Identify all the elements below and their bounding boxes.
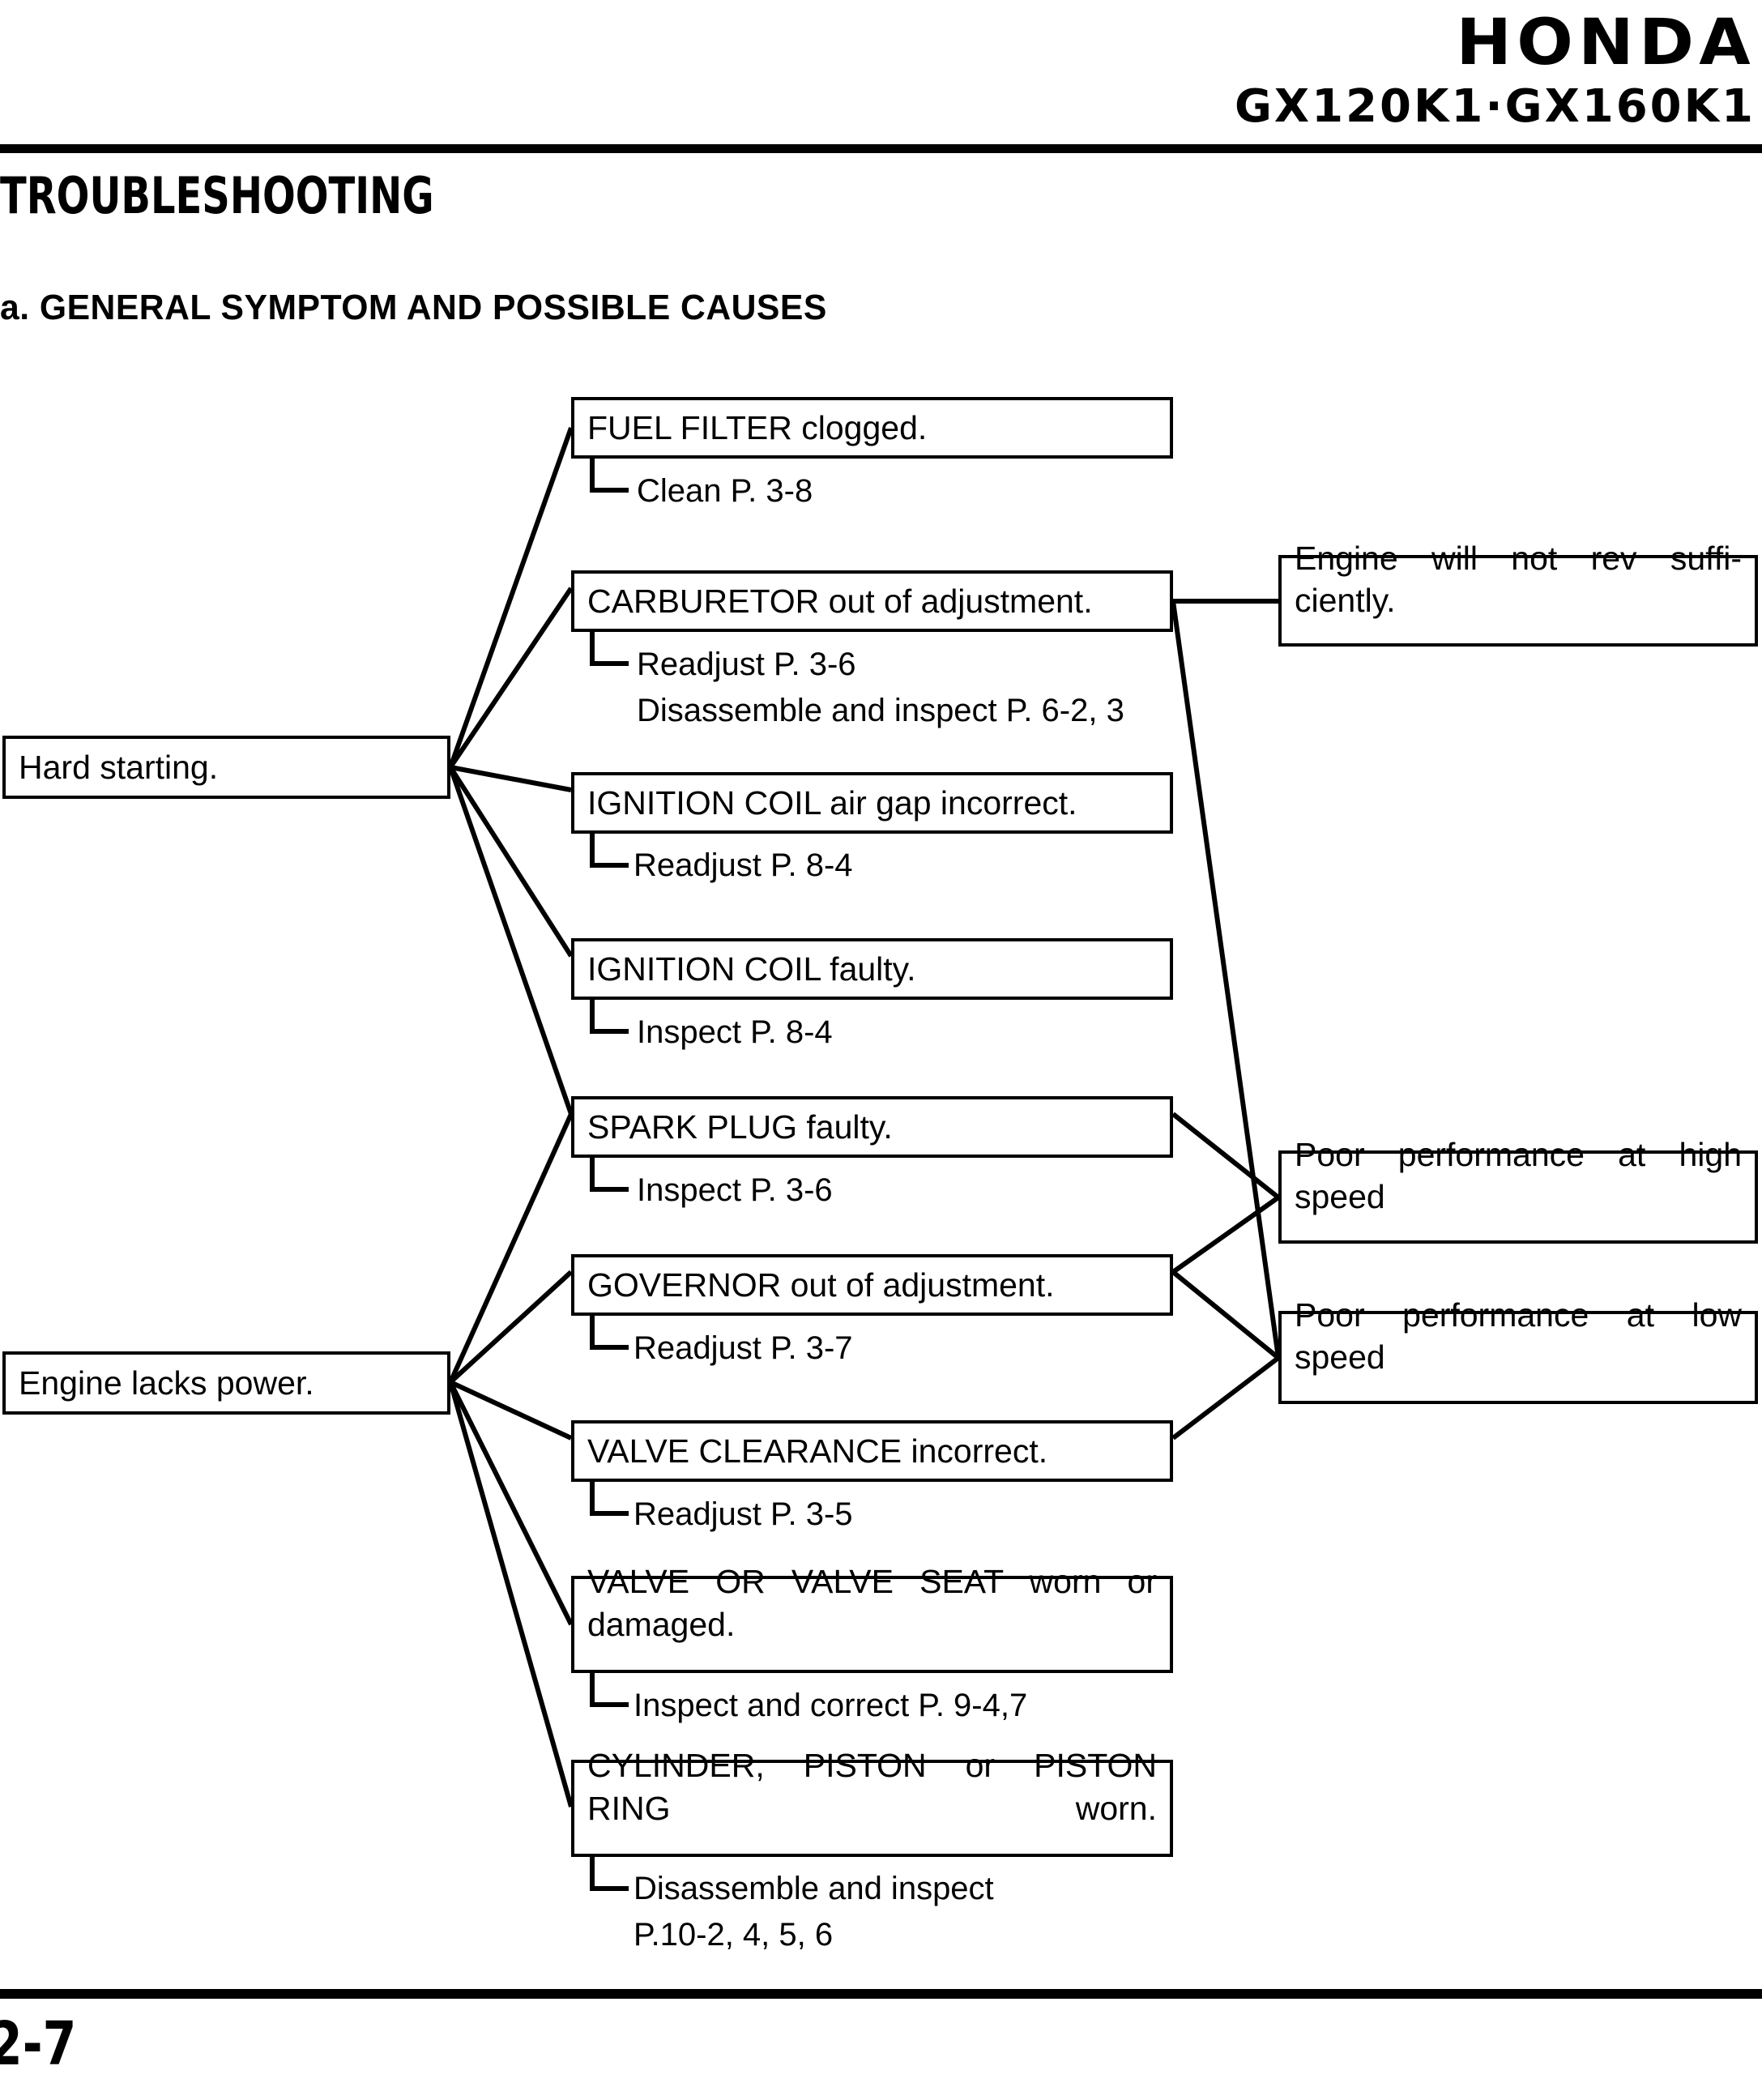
- remedy-valve-seat: Inspect and correct P. 9-4,7: [634, 1688, 1028, 1723]
- cause-spark-plug-label: SPARK PLUG faulty.: [587, 1108, 893, 1146]
- remedy-bracket-spark-plug: [590, 1158, 629, 1192]
- remedy-bracket-valve-seat: [590, 1673, 629, 1707]
- cause-governor-label: GOVERNOR out of adjustment.: [587, 1266, 1055, 1304]
- symptom-engine-lacks-power[interactable]: Engine lacks power.: [2, 1351, 450, 1415]
- outcome-poor-performance-low-speed-label: Poor performance at low speed: [1295, 1295, 1742, 1377]
- engine-model-label: GX120K1·GX160K1: [1234, 80, 1756, 133]
- remedy-bracket-carburetor: [590, 632, 629, 666]
- symptom-hard-starting[interactable]: Hard starting.: [2, 736, 450, 799]
- page-title: TROUBLESHOOTING: [0, 166, 434, 225]
- outcome-engine-will-not-rev[interactable]: Engine will not rev suffi-ciently.: [1278, 540, 1758, 647]
- cause-ignition-coil-faulty-label: IGNITION COIL faulty.: [587, 950, 916, 988]
- remedy-bracket-ignition-coil-faulty: [590, 1000, 629, 1034]
- cause-valve-seat[interactable]: VALVE OR VALVE SEAT worn or damaged.: [571, 1563, 1173, 1673]
- header-divider: [0, 144, 1762, 153]
- remedy-ignition-coil-faulty: Inspect P. 8-4: [637, 1014, 833, 1050]
- remedy-fuel-filter: Clean P. 3-8: [637, 473, 813, 509]
- cause-valve-seat-label: VALVE OR VALVE SEAT worn or damaged.: [587, 1563, 1157, 1643]
- remedy-bracket-governor: [590, 1316, 629, 1350]
- page-number: 2-7: [0, 2009, 77, 2079]
- cause-carburetor[interactable]: CARBURETOR out of adjustment.: [571, 570, 1173, 632]
- cause-ignition-coil-air-gap[interactable]: IGNITION COIL air gap incorrect.: [571, 772, 1173, 834]
- remedy-governor: Readjust P. 3-7: [634, 1330, 853, 1366]
- outcome-poor-performance-high-speed[interactable]: Poor performance at high speed: [1278, 1136, 1758, 1244]
- cause-cylinder-piston[interactable]: CYLINDER, PISTON or PISTON RING worn.: [571, 1747, 1173, 1857]
- section-heading: a. GENERAL SYMPTOM AND POSSIBLE CAUSES: [0, 288, 827, 327]
- cause-spark-plug[interactable]: SPARK PLUG faulty.: [571, 1096, 1173, 1158]
- honda-logo: HONDA: [1456, 6, 1756, 79]
- remedy-valve-clearance: Readjust P. 3-5: [634, 1496, 853, 1532]
- cause-valve-clearance-label: VALVE CLEARANCE incorrect.: [587, 1432, 1048, 1470]
- symptom-engine-lacks-power-label: Engine lacks power.: [19, 1364, 314, 1402]
- remedy-bracket-valve-clearance: [590, 1482, 629, 1516]
- cause-fuel-filter[interactable]: FUEL FILTER clogged.: [571, 397, 1173, 459]
- remedy-ignition-coil-air-gap: Readjust P. 8-4: [634, 847, 853, 883]
- cause-ignition-coil-faulty[interactable]: IGNITION COIL faulty.: [571, 938, 1173, 1000]
- remedy-spark-plug: Inspect P. 3-6: [637, 1172, 833, 1208]
- cause-cylinder-piston-label: CYLINDER, PISTON or PISTON RING worn.: [587, 1747, 1157, 1827]
- cause-valve-clearance[interactable]: VALVE CLEARANCE incorrect.: [571, 1420, 1173, 1482]
- cause-carburetor-label: CARBURETOR out of adjustment.: [587, 582, 1093, 620]
- footer-divider: [0, 1989, 1762, 1999]
- cause-ignition-coil-air-gap-label: IGNITION COIL air gap incorrect.: [587, 783, 1077, 822]
- remedy-bracket-ignition-coil-air-gap: [590, 834, 629, 868]
- outcome-poor-performance-high-speed-label: Poor performance at high speed: [1295, 1135, 1742, 1216]
- cause-governor[interactable]: GOVERNOR out of adjustment.: [571, 1254, 1173, 1316]
- remedy-bracket-cylinder-piston: [590, 1857, 629, 1891]
- remedy-bracket-fuel-filter: [590, 459, 629, 493]
- remedy-carburetor: Readjust P. 3-6 Disassemble and inspect …: [637, 647, 1124, 728]
- cause-fuel-filter-label: FUEL FILTER clogged.: [587, 408, 928, 446]
- symptom-hard-starting-label: Hard starting.: [19, 748, 219, 786]
- outcome-poor-performance-low-speed[interactable]: Poor performance at low speed: [1278, 1296, 1758, 1404]
- remedy-cylinder-piston: Disassemble and inspect P.10-2, 4, 5, 6: [634, 1871, 994, 1953]
- outcome-engine-will-not-rev-label: Engine will not rev suffi-ciently.: [1295, 539, 1742, 620]
